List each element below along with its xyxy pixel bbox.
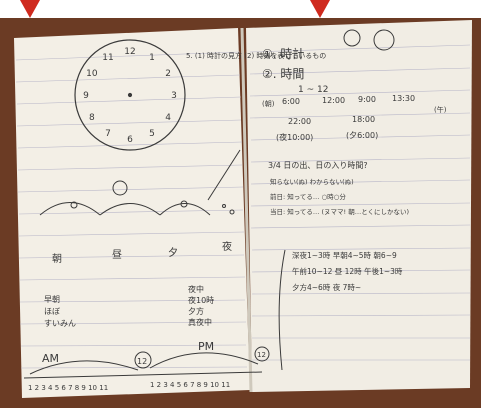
sky-label: 夜 bbox=[222, 240, 232, 253]
times-row1: 6:00 12:00 9:00 13:30 bbox=[282, 94, 415, 106]
answer-line: 知らない(ぬ) わからない(ぬ) bbox=[270, 177, 354, 186]
clock-number: 4 bbox=[165, 113, 171, 123]
timeline-numbers-am: 1 2 3 4 5 6 7 8 9 10 11 bbox=[28, 384, 108, 392]
list-right-item: 夕方 bbox=[188, 306, 204, 316]
list-left-item: すいみん bbox=[44, 319, 76, 328]
right-page-heading-circles bbox=[343, 29, 395, 51]
clock-numbers: 12 12 3 45 6 78 9 10 11 bbox=[83, 47, 177, 145]
time-paren: (夜10:00) bbox=[276, 132, 313, 142]
clock-number: 1 bbox=[149, 53, 155, 63]
list-left-item: ほぼ bbox=[44, 307, 60, 316]
answers: 知らない(ぬ) わからない(ぬ) 前日: 知ってる… ○時○分当日: 知ってる… … bbox=[270, 177, 409, 216]
clock-number: 8 bbox=[89, 113, 95, 123]
box-line: 午前10~12 昼 12時 午後1~3時 bbox=[292, 266, 403, 276]
list-left-item: 早朝 bbox=[44, 295, 60, 304]
clock-number: 3 bbox=[171, 91, 177, 101]
sky-sketches bbox=[39, 180, 235, 216]
box-line: 夕方4~6時 夜 7時~ bbox=[292, 282, 361, 292]
time-paren: (夕6:00) bbox=[346, 130, 378, 140]
clock-drawing bbox=[74, 39, 186, 151]
row1-note: (午) bbox=[434, 105, 447, 114]
time-range: 1 ~ 12 bbox=[298, 85, 328, 95]
box-line: 深夜1~3時 早朝4~5時 朝6~9 bbox=[292, 250, 397, 260]
time-value: 9:00 bbox=[358, 95, 376, 104]
ruled-lines bbox=[15, 44, 471, 369]
sky-label: 夕 bbox=[168, 247, 178, 259]
list-right-item: 夜10時 bbox=[188, 295, 214, 305]
timeline bbox=[23, 346, 270, 379]
clock-number: 7 bbox=[105, 129, 111, 139]
list-right-item: 真夜中 bbox=[188, 317, 212, 327]
clock-number: 6 bbox=[127, 135, 133, 145]
left-note: 5. (1) 時計の見方 (2) 時刻を表しているもの bbox=[186, 51, 326, 60]
clock-number: 12 bbox=[124, 47, 135, 57]
clock-number: 2 bbox=[165, 69, 171, 79]
sky-label: 朝 bbox=[52, 253, 62, 265]
right-page bbox=[246, 20, 472, 392]
times-row2: 22:00 18:00 bbox=[288, 115, 375, 126]
right-items: ①. 時計 ②. 時間 bbox=[262, 46, 304, 81]
time-value: 22:00 bbox=[288, 117, 311, 126]
right-item: ①. 時計 bbox=[262, 46, 304, 61]
sky-label: 昼 bbox=[112, 249, 122, 261]
timeline-midnight: 12 bbox=[257, 351, 266, 359]
bracket bbox=[278, 249, 286, 371]
time-value: 6:00 bbox=[282, 97, 300, 106]
clock-number: 11 bbox=[102, 53, 113, 63]
time-value: 18:00 bbox=[352, 115, 375, 124]
timeline-numbers-pm: 1 2 3 4 5 6 7 8 9 10 11 bbox=[150, 381, 230, 389]
clock-number: 10 bbox=[86, 69, 98, 79]
clock-number: 5 bbox=[149, 129, 155, 139]
right-item: ②. 時間 bbox=[262, 67, 304, 81]
clock-number: 9 bbox=[83, 91, 89, 101]
left-page bbox=[14, 28, 250, 398]
timeline-noon: 12 bbox=[137, 357, 147, 366]
list-right-item: 夜中 bbox=[188, 284, 204, 294]
time-value: 12:00 bbox=[322, 96, 345, 105]
question-line: 3/4 日の出、日の入り時間? bbox=[268, 160, 368, 170]
time-value: 13:30 bbox=[392, 94, 415, 103]
times-row2-paren: (夜10:00) (夕6:00) bbox=[276, 130, 378, 142]
timeline-am: AM bbox=[42, 352, 59, 365]
answer-line: 前日: 知ってる… ○時○分 bbox=[270, 192, 346, 201]
timeline-pm: PM bbox=[198, 340, 214, 353]
box-text: 深夜1~3時 早朝4~5時 朝6~9 午前10~12 昼 12時 午後1~3時夕方… bbox=[292, 250, 403, 292]
sky-labels: 朝 昼 夕 夜 bbox=[52, 240, 232, 265]
answer-line: 当日: 知ってる… (ヌママ! 朝…とくにしかない) bbox=[270, 207, 409, 216]
row1-suffix: (朝) bbox=[262, 100, 275, 108]
